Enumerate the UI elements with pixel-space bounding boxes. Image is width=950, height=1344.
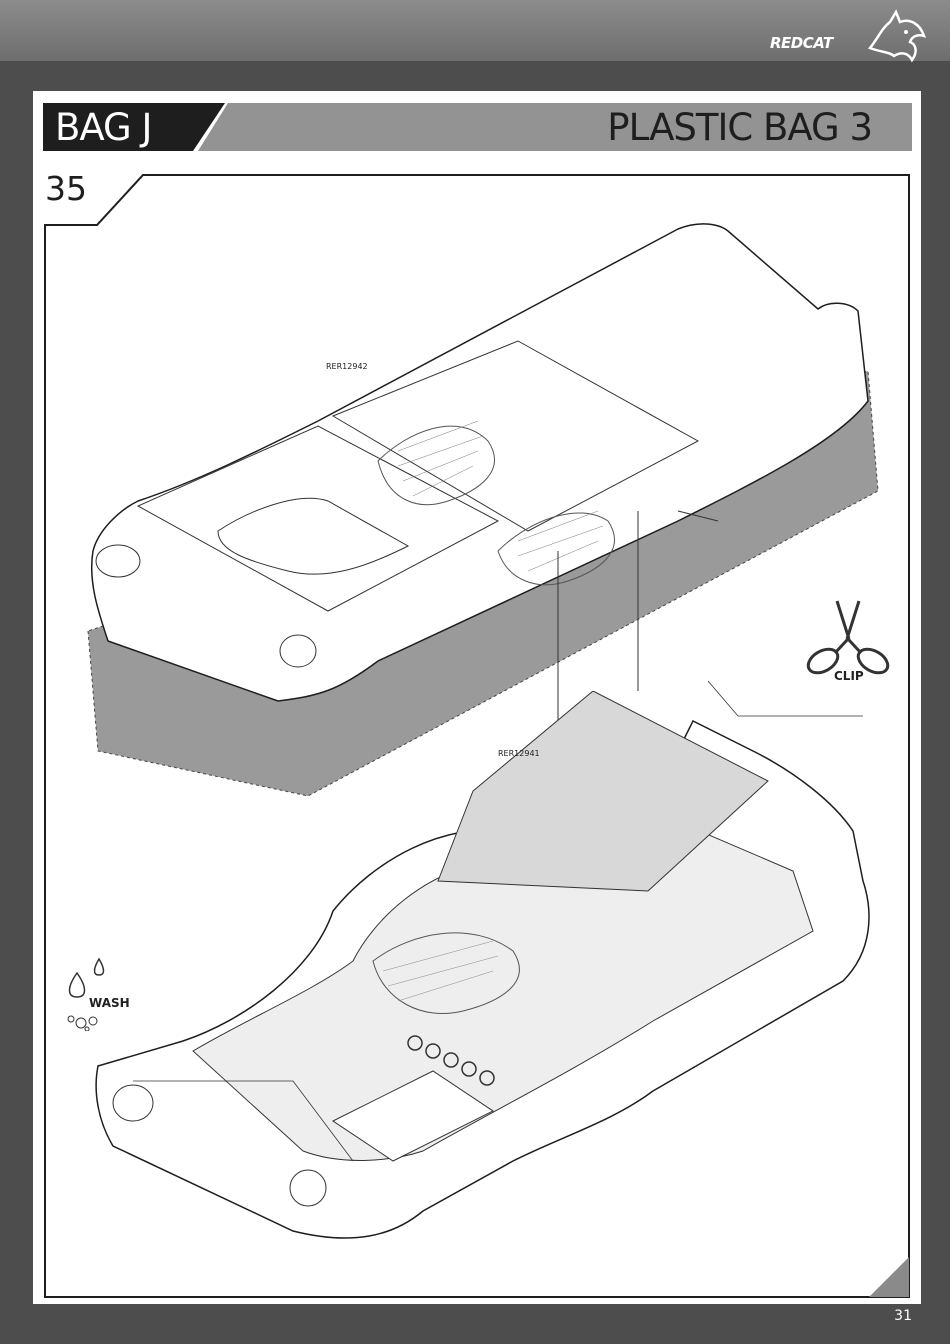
section-title: PLASTIC BAG 3	[607, 106, 872, 149]
scissors-icon	[803, 599, 893, 679]
water-drops-icon	[63, 951, 113, 1031]
instruction-page: BAG J PLASTIC BAG 3 35 RER12942 CLIP	[33, 91, 921, 1304]
brand-name: REDCAT	[770, 34, 833, 52]
bobcat-logo-icon	[860, 8, 930, 64]
bag-label-text: BAG J	[55, 106, 151, 149]
page-number: 31	[894, 1308, 912, 1324]
wash-label: WASH	[89, 996, 130, 1010]
bottom-part-label: RER12941	[498, 749, 540, 758]
redcat-logo: REDCAT	[770, 8, 930, 64]
top-part-label: RER12942	[326, 362, 368, 371]
step-number: 35	[45, 169, 87, 208]
top-bar: REDCAT	[0, 0, 950, 61]
body-shell-illustration	[93, 691, 883, 1251]
bag-label: BAG J	[43, 103, 193, 151]
section-title-bar: PLASTIC BAG 3	[198, 103, 912, 151]
clip-label: CLIP	[834, 669, 864, 683]
